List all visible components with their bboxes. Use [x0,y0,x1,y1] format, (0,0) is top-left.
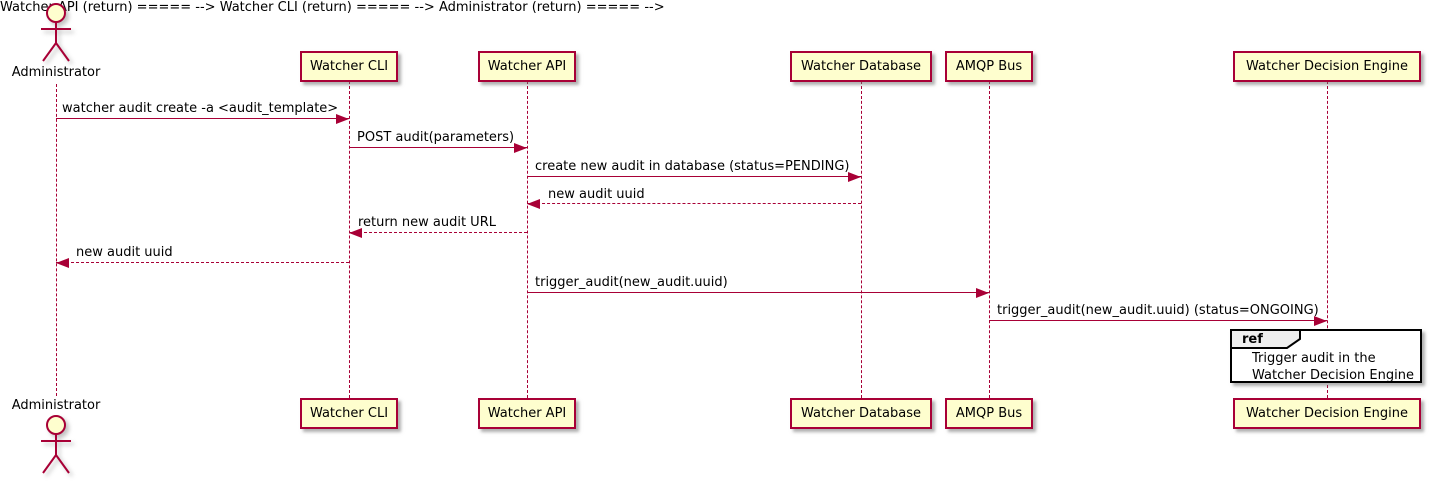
message-line [527,292,989,293]
arrowhead-right-icon [336,114,349,124]
message-label: return new audit URL [358,215,496,230]
ref-content: Trigger audit in the Watcher Decision En… [1252,350,1414,384]
lifeline-watcher-api [527,81,528,398]
participant-watcher-database-top: Watcher Database [790,51,932,82]
actor-icon [41,3,71,62]
actor-icon [41,415,71,474]
participant-label: Watcher Decision Engine [1246,406,1408,421]
participant-watcher-cli-bottom: Watcher CLI [300,398,398,429]
participant-label: Watcher Database [801,406,921,421]
participant-watcher-cli-top: Watcher CLI [300,51,398,82]
message-label: trigger_audit(new_audit.uuid) (status=ON… [997,303,1319,318]
participant-label: Watcher API [487,406,567,421]
message-label: create new audit in database (status=PEN… [535,159,850,174]
participant-label: Watcher CLI [309,59,389,74]
arrowhead-right-icon [514,143,527,153]
participant-label: Watcher CLI [309,406,389,421]
arrowhead-left-icon [56,258,69,268]
ref-fragment: ref Trigger audit in the Watcher Decisio… [1230,329,1422,383]
message-label: watcher audit create -a <audit_template> [62,101,339,116]
message-label: new audit uuid [548,187,645,202]
arrowhead-right-icon [848,172,861,182]
participant-label: Watcher Database [801,59,921,74]
lifeline-amqp-bus [989,81,990,398]
message-line [527,176,861,177]
message-line [56,262,349,263]
participant-watcher-decision-engine-top: Watcher Decision Engine [1233,51,1421,82]
message-line [349,232,527,233]
participant-watcher-database-bottom: Watcher Database [790,398,932,429]
message-line [349,147,527,148]
message-label: trigger_audit(new_audit.uuid) [535,275,728,290]
actor-label-bottom: Administrator [11,398,101,413]
lifeline-watcher-database [861,81,862,398]
lifeline-administrator [56,84,57,396]
lifeline-watcher-decision-engine [1327,81,1328,398]
participant-amqp-bus-bottom: AMQP Bus [945,398,1033,429]
arrowhead-right-icon [1314,316,1327,326]
arrowhead-right-icon [976,288,989,298]
ref-keyword: ref [1242,332,1263,347]
participant-watcher-api-top: Watcher API [478,51,576,82]
arrowhead-left-icon [527,199,540,209]
arrowhead-left-icon [349,228,362,238]
ref-line: Trigger audit in the [1252,351,1376,366]
message-label: new audit uuid [76,245,173,260]
message-line [989,320,1327,321]
ref-header-shape [1230,329,1301,349]
message-line [527,203,861,204]
message-label: POST audit(parameters) [357,130,515,145]
participant-amqp-bus-top: AMQP Bus [945,51,1033,82]
ref-line: Watcher Decision Engine [1252,368,1414,383]
participant-label: AMQP Bus [955,59,1023,74]
message-line [56,118,349,119]
participant-label: Watcher API [487,59,567,74]
participant-watcher-api-bottom: Watcher API [478,398,576,429]
lifeline-watcher-cli [349,81,350,398]
actor-label-top: Administrator [11,65,101,80]
participant-label: AMQP Bus [955,406,1023,421]
participant-watcher-decision-engine-bottom: Watcher Decision Engine [1233,398,1421,429]
participant-label: Watcher Decision Engine [1246,59,1408,74]
